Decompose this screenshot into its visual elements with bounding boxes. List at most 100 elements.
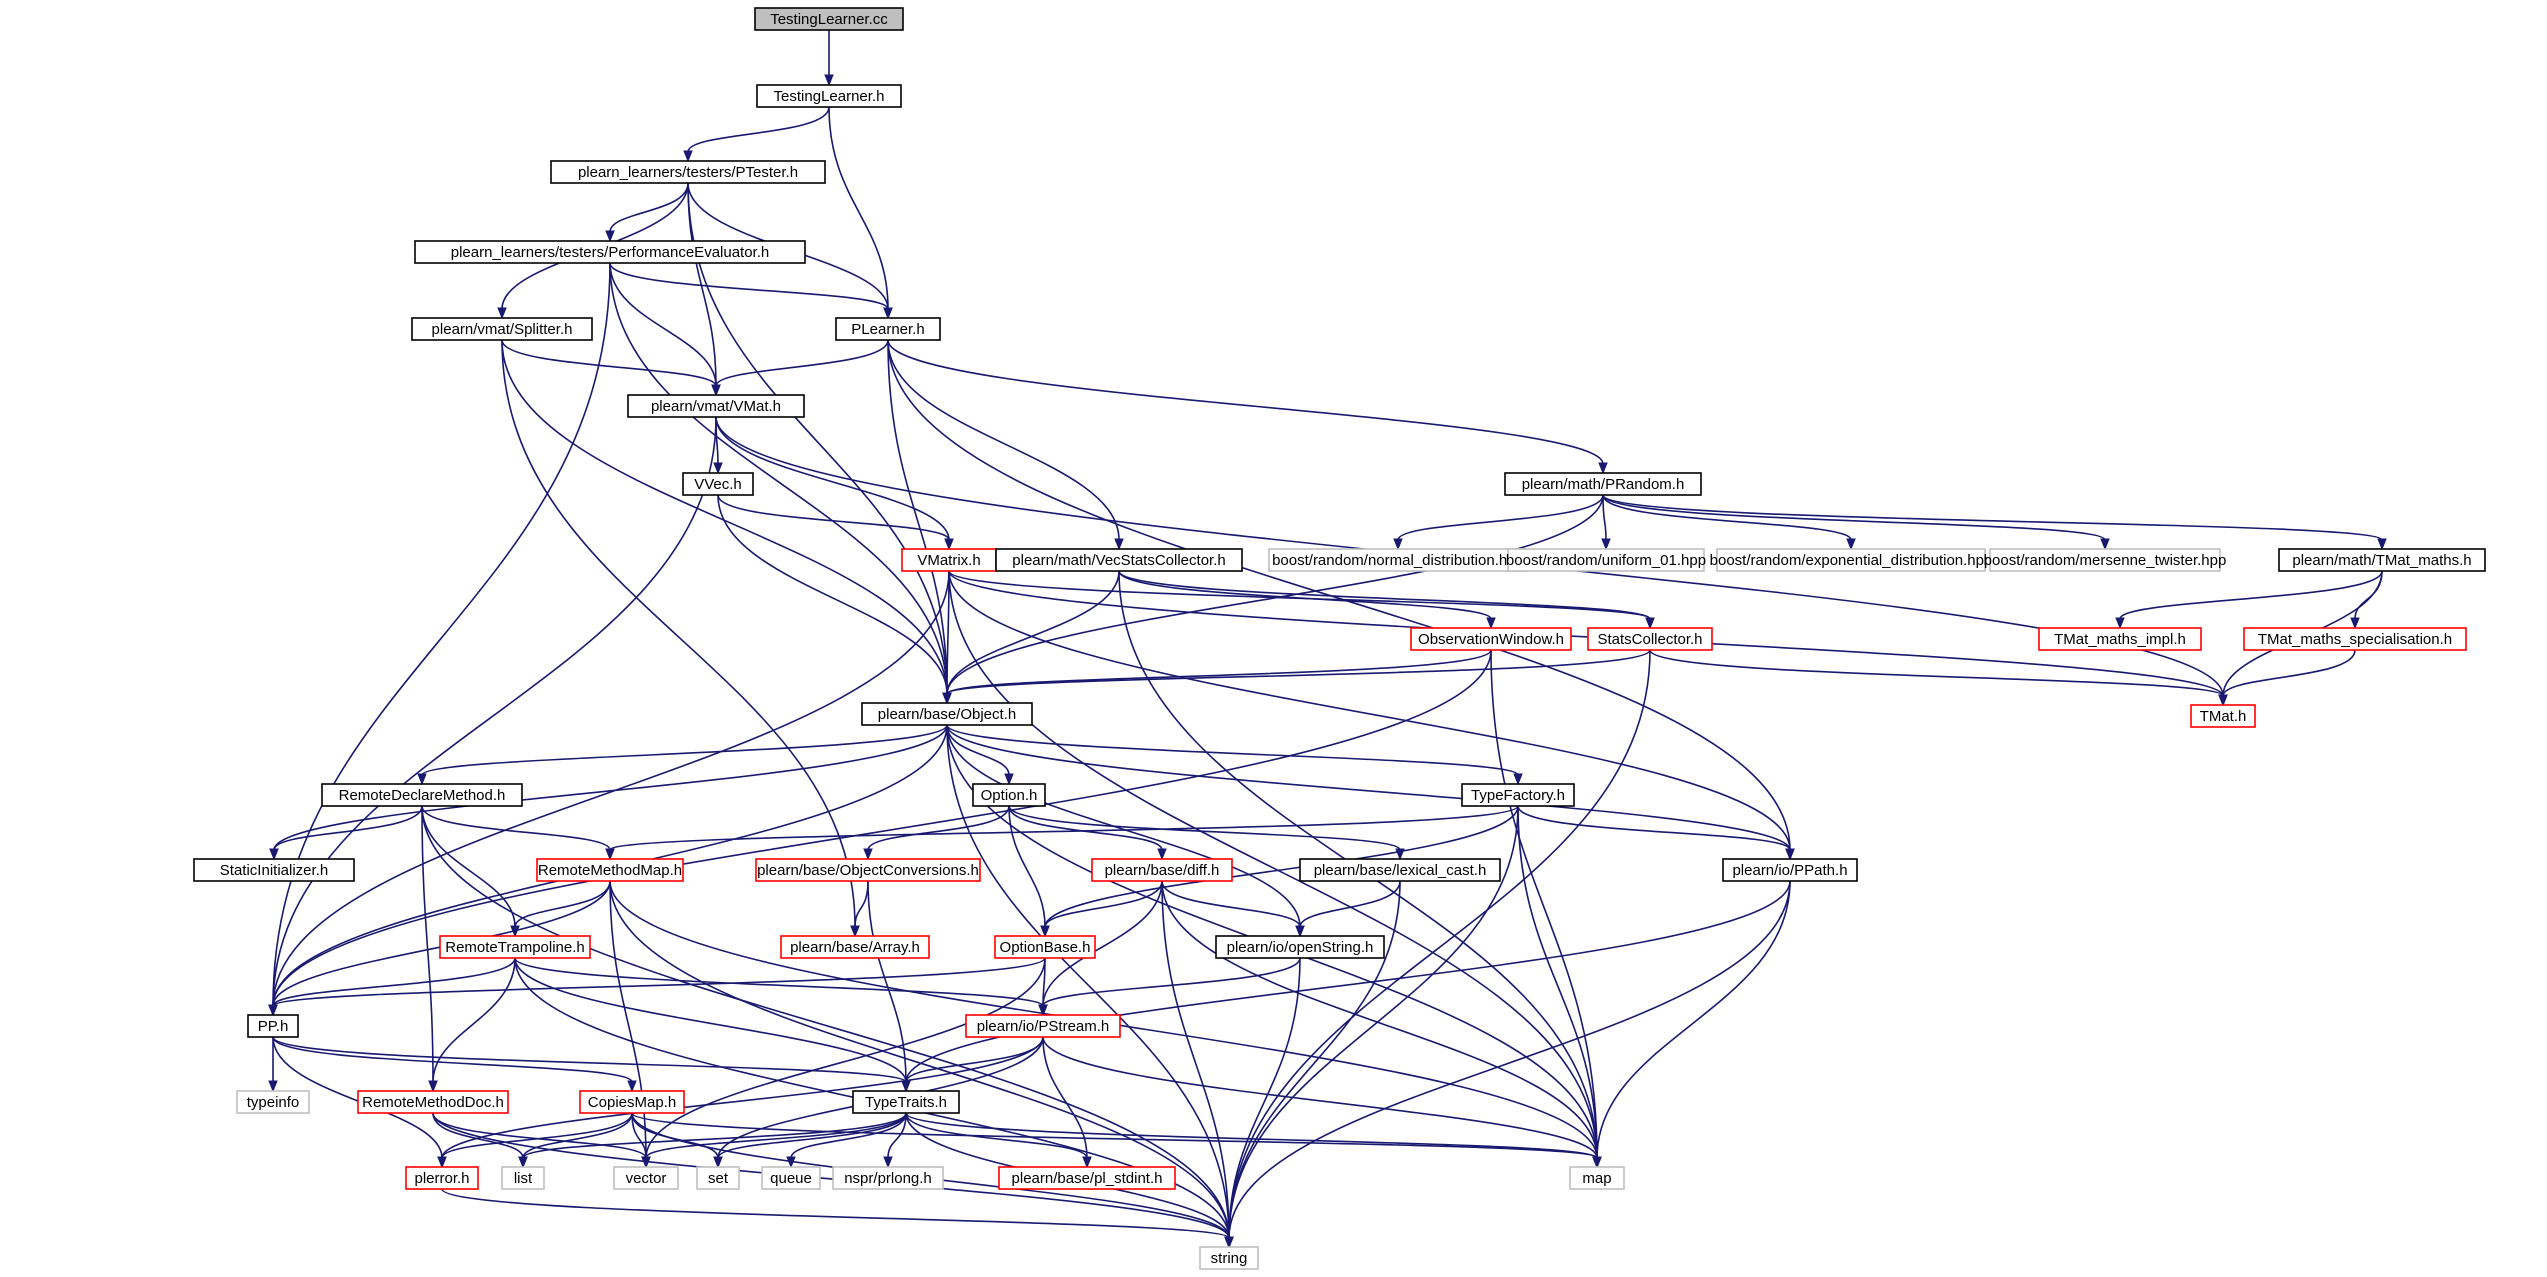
arrowhead (269, 848, 279, 861)
edge-line (272, 957, 1046, 1007)
edge-tmat_maths_h-to-tmat_maths_impl_h (2115, 570, 2383, 630)
node-vecstats-h[interactable]: plearn/math/VecStatsCollector.h (995, 548, 1243, 572)
edge-typetraits_h-to-list (518, 1112, 907, 1169)
node-pstream-h[interactable]: plearn/io/PStream.h (965, 1014, 1121, 1038)
node-prandom-h[interactable]: plearn/math/PRandom.h (1504, 472, 1702, 496)
arrowhead (713, 462, 723, 475)
edge-line (501, 339, 948, 695)
node-plerror-h[interactable]: plerror.h (405, 1166, 479, 1190)
edge-line (717, 494, 948, 695)
node-box (1507, 548, 1705, 572)
node-vmat-h[interactable]: plearn/vmat/VMat.h (627, 394, 805, 418)
node-tmat-maths-spec-h[interactable]: TMat_maths_specialisation.h (2243, 627, 2467, 651)
arrowhead (268, 1004, 278, 1017)
edge-line (2119, 570, 2383, 620)
node-label: boost/random/exponential_distribution.hp… (1710, 552, 1993, 569)
arrowhead (863, 848, 873, 861)
arrowhead (713, 1156, 723, 1169)
node-openstring-h[interactable]: plearn/io/openString.h (1215, 935, 1385, 959)
node-box (627, 394, 805, 418)
node-object-h[interactable]: plearn/base/Object.h (861, 702, 1033, 726)
edge-line (1042, 957, 1301, 1007)
node-box (579, 1090, 685, 1114)
node-remotetramp-h[interactable]: RemoteTrampoline.h (439, 935, 591, 959)
node-tmat-h[interactable]: TMat.h (2190, 704, 2256, 728)
node-plearner-h[interactable]: PLearner.h (835, 317, 941, 341)
node-label: PP.h (258, 1018, 289, 1035)
node-ptester-h[interactable]: plearn_learners/testers/PTester.h (550, 160, 826, 184)
edge-line (421, 805, 1230, 1239)
edge-line (441, 1188, 1230, 1239)
node-label: string (1211, 1250, 1248, 1267)
node-box (682, 472, 754, 496)
node-box (1989, 548, 2221, 572)
edge-line (272, 1036, 633, 1083)
edge-line (1161, 880, 1230, 1239)
node-vvec-h[interactable]: VVec.h (682, 472, 754, 496)
edge-line (946, 724, 1301, 928)
node-box (357, 1090, 509, 1114)
edge-typetraits_h-to-vector (641, 1112, 907, 1169)
node-perfeval-h[interactable]: plearn_learners/testers/PerformanceEvalu… (414, 240, 806, 264)
edge-line (1008, 805, 1401, 851)
edge-line (609, 262, 717, 387)
arrowhead (1601, 538, 1611, 551)
arrowhead (786, 1156, 796, 1169)
edge-perfeval_h-to-plearner_h (609, 262, 893, 320)
edge-line (609, 880, 647, 1159)
edge-line (687, 106, 830, 153)
node-vmatrix-h[interactable]: VMatrix.h (901, 548, 997, 572)
edge-line (272, 570, 950, 1007)
node-label: list (514, 1170, 533, 1187)
node-ppath-h[interactable]: plearn/io/PPath.h (1722, 858, 1858, 882)
node-splitter-h[interactable]: plearn/vmat/Splitter.h (411, 317, 593, 341)
node-label: VMatrix.h (917, 552, 980, 569)
node-optionbase-h[interactable]: OptionBase.h (994, 935, 1096, 959)
node-obswindow-h[interactable]: ObservationWindow.h (1410, 627, 1572, 651)
edge-line (887, 339, 1120, 541)
node-box (1299, 858, 1501, 882)
node-prlong-h: nspr/prlong.h (832, 1166, 944, 1190)
node-pl-stdint-h[interactable]: plearn/base/pl_stdint.h (998, 1166, 1176, 1190)
node-label: plearn/io/PStream.h (977, 1018, 1110, 1035)
node-remotedeclare-h[interactable]: RemoteDeclareMethod.h (321, 783, 523, 807)
node-label: OptionBase.h (1000, 939, 1091, 956)
node-testinglearner-h[interactable]: TestingLearner.h (756, 84, 902, 108)
edge-line (948, 570, 2224, 697)
node-diff-h[interactable]: plearn/base/diff.h (1091, 858, 1233, 882)
node-typefactory-h[interactable]: TypeFactory.h (1461, 783, 1575, 807)
node-option-h[interactable]: Option.h (972, 783, 1046, 807)
edge-vmatrix_h-to-ppath_h (948, 570, 1795, 861)
edge-statscollector_h-to-tmat_h (1649, 649, 2228, 707)
node-label: typeinfo (247, 1094, 300, 1111)
node-pp-h[interactable]: PP.h (247, 1014, 299, 1038)
node-box (2278, 548, 2486, 572)
node-typetraits-h[interactable]: TypeTraits.h (852, 1090, 960, 1114)
arrowhead (1114, 538, 1124, 551)
node-lexicalcast-h[interactable]: plearn/base/lexical_cast.h (1299, 858, 1501, 882)
node-staticinit-h[interactable]: StaticInitializer.h (193, 858, 355, 882)
edge-typetraits_h-to-set (713, 1112, 907, 1169)
node-set: set (696, 1166, 740, 1190)
node-exp-dist: boost/random/exponential_distribution.hp… (1710, 548, 1993, 572)
node-box (411, 317, 593, 341)
node-statscollector-h[interactable]: StatsCollector.h (1587, 627, 1713, 651)
node-objconv-h[interactable]: plearn/base/ObjectConversions.h (755, 858, 981, 882)
edge-prandom_h-to-mersenne (1602, 494, 2110, 551)
node-copiesmap-h[interactable]: CopiesMap.h (579, 1090, 685, 1114)
edge-testinglearner_h-to-ptester_h (683, 106, 830, 163)
node-remotemethoddoc-h[interactable]: RemoteMethodDoc.h (357, 1090, 509, 1114)
edge-plerror_h-to-string (441, 1188, 1234, 1249)
node-tmat-maths-impl-h[interactable]: TMat_maths_impl.h (2038, 627, 2202, 651)
edge-line (631, 1112, 647, 1159)
edge-line (905, 880, 1791, 1083)
edge-line (887, 1112, 907, 1159)
edge-line (1602, 494, 2383, 541)
arrowhead (1224, 1236, 1234, 1249)
node-array-h[interactable]: plearn/base/Array.h (780, 935, 930, 959)
arrowhead (1040, 925, 1050, 938)
edge-perfeval_h-to-pp_h (268, 262, 611, 1017)
node-remotemethodmap-h[interactable]: RemoteMethodMap.h (536, 858, 684, 882)
edge-typefactory_h-to-remotemethodmap_h (605, 805, 1519, 861)
node-tmat-maths-h[interactable]: plearn/math/TMat_maths.h (2278, 548, 2486, 572)
